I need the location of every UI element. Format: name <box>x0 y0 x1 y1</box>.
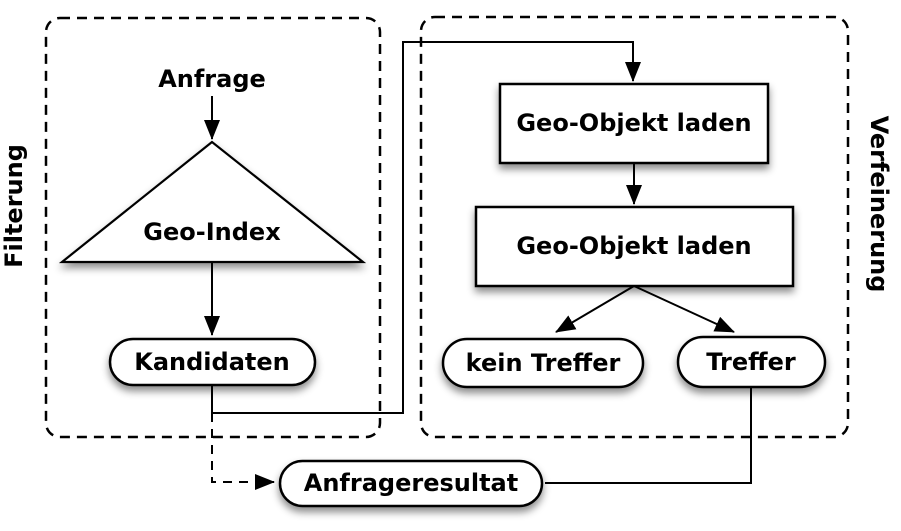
arrow-load2-to-keintreffer <box>555 285 635 333</box>
load1-label: Geo-Objekt laden <box>516 109 751 137</box>
kandidaten-label: Kandidaten <box>134 348 290 376</box>
arrow-load2-to-treffer <box>633 285 735 333</box>
kandidaten-pill <box>108 337 317 387</box>
kein-treffer-pill <box>441 337 645 389</box>
treffer-label: Treffer <box>706 348 796 376</box>
load2-label: Geo-Objekt laden <box>516 232 751 260</box>
kein-treffer-label: kein Treffer <box>466 349 621 377</box>
anfrage-label: Anfrage <box>158 65 266 93</box>
treffer-pill <box>676 335 827 389</box>
anfrageresultat-pill <box>278 459 544 508</box>
load2-box <box>474 205 795 288</box>
geo-index-label: Geo-Index <box>143 218 281 246</box>
anfrageresultat-label: Anfrageresultat <box>304 469 518 497</box>
load1-box <box>498 82 770 165</box>
verfeinerung-group-label: Verfeinerung <box>865 116 893 293</box>
geo-index-triangle <box>58 140 367 264</box>
connector-kandidaten-to-load1 <box>211 41 641 414</box>
connector-treffer-to-anfrageresultat <box>545 387 752 484</box>
dashed-arrow-kandidaten-to-anfrageresultat <box>211 413 275 490</box>
verfeinerung-group-box <box>419 15 850 439</box>
filterung-group-label: Filterung <box>0 144 28 268</box>
